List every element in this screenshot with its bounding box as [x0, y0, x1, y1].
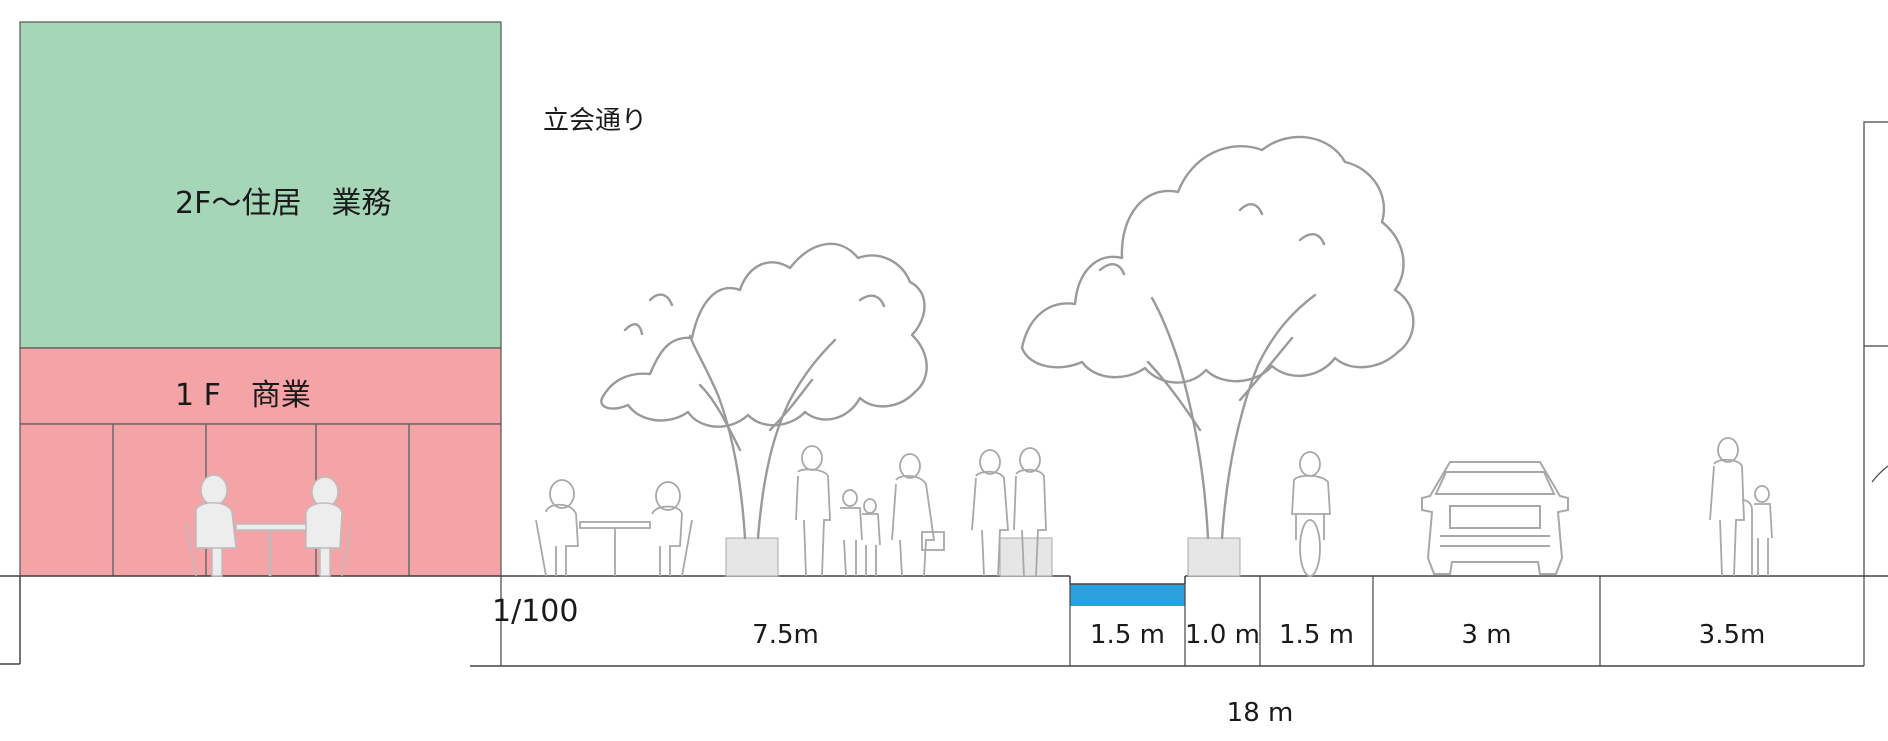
water-channel: [1070, 584, 1185, 606]
building-upper-floors: [19, 21, 502, 349]
segment-dividers: [500, 576, 1865, 666]
segment-label: 7.5m: [752, 620, 819, 650]
tree-icon: [1020, 135, 1415, 540]
street-name: 立会通り: [543, 106, 648, 136]
segment-label: 1.0 m: [1185, 620, 1260, 650]
ground-line: [0, 575, 1888, 667]
building-ground-label: 1 F 商業: [175, 378, 311, 413]
cyclist-icon: [1291, 451, 1331, 577]
total-width-label: 18 m: [1226, 698, 1294, 728]
planter-icon: [725, 537, 779, 577]
right-building-edge: [1863, 121, 1888, 576]
segment-label: 3.5m: [1698, 620, 1766, 650]
cafe-table-icon: [535, 479, 693, 577]
building-upper-label: 2F～住居 業務: [175, 186, 392, 221]
person-icon: [795, 445, 831, 577]
person-icon: [1754, 485, 1773, 576]
segment-label: 1.5 m: [1279, 620, 1354, 650]
scale-label: 1/100: [492, 594, 579, 629]
person-icon: [1013, 447, 1047, 577]
person-icon: [891, 453, 945, 577]
building-ground-floor-facade: [19, 423, 502, 577]
person-icon: [862, 498, 881, 576]
channel-edges: [1069, 576, 1186, 585]
planter-icon: [1187, 537, 1241, 577]
car-icon: [1421, 461, 1569, 575]
building-ground-floor-sign: [19, 347, 502, 425]
person-icon: [1709, 437, 1753, 577]
segment-label: 1.5 m: [1090, 620, 1165, 650]
cafe-table-icon: [185, 474, 353, 577]
segment-label: 3 m: [1461, 620, 1512, 650]
tree-icon: [600, 242, 928, 540]
planter-icon: [999, 537, 1053, 577]
person-icon: [971, 449, 1009, 577]
person-icon: [840, 489, 863, 577]
